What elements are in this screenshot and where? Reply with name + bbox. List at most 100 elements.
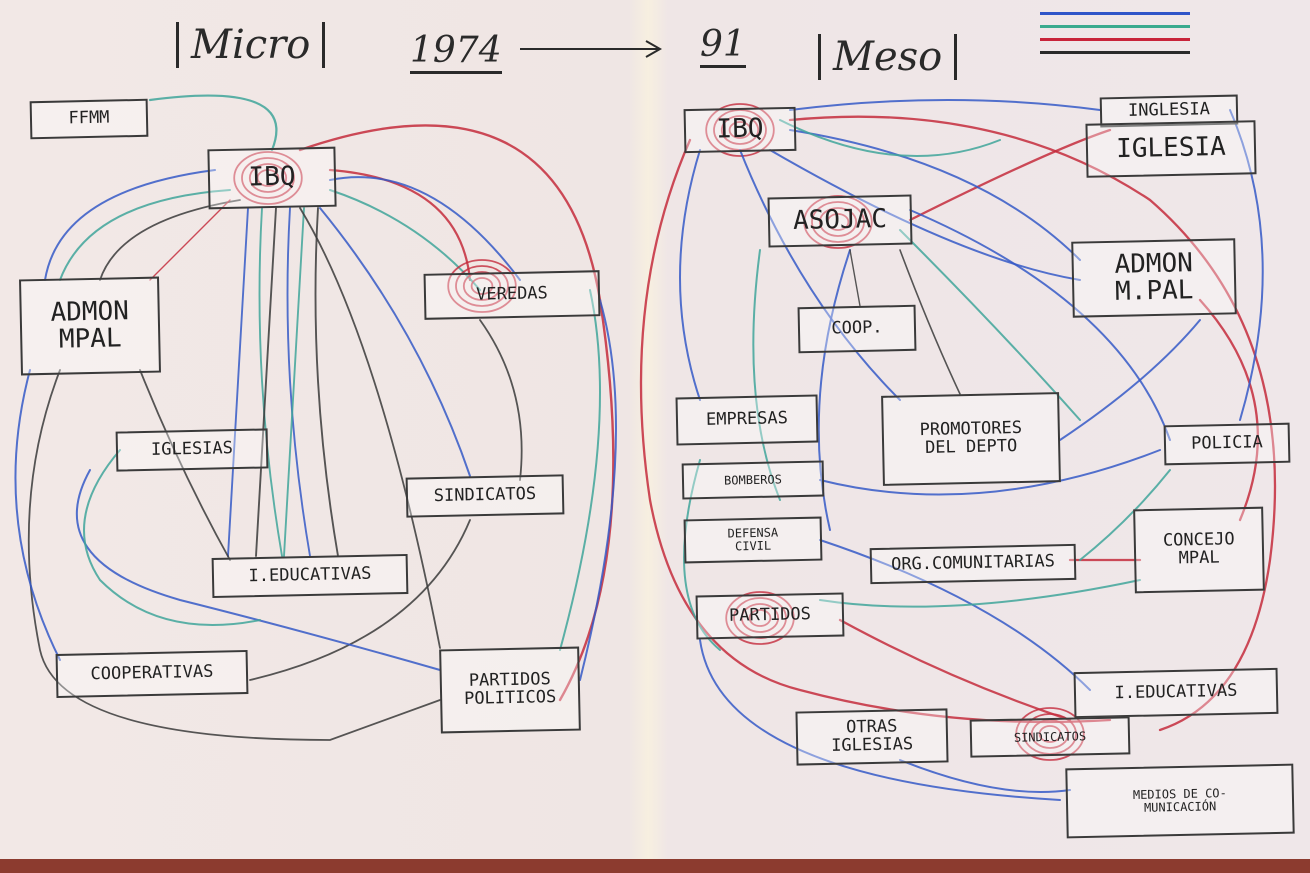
- node-partidos-politicos: PARTIDOS POLITICOS: [439, 646, 581, 734]
- node-bomberos: BOMBEROS: [681, 460, 825, 500]
- node-ffmm: FFMM: [29, 98, 149, 140]
- legend-item-red: [1040, 34, 1190, 47]
- ibq-micro-spiral: [248, 163, 288, 193]
- meso-line-red: [908, 128, 1112, 222]
- meso-line-blue: [1059, 319, 1201, 441]
- legend-item-black: [1040, 47, 1190, 60]
- asojac-spiral: [811, 201, 865, 243]
- line-ibq-veredas-green: [329, 189, 481, 291]
- dashed-asojac-coop: [849, 249, 861, 307]
- node-sindicatos-micro: SINDICATOS: [405, 474, 565, 518]
- meso-line-red: [1198, 298, 1259, 522]
- micro-title: Micro: [176, 22, 326, 68]
- year-end: 91: [700, 24, 746, 68]
- line-ibq-educativas: [255, 207, 277, 557]
- line-veredas-sindicatos: [479, 319, 523, 481]
- line-veredas-partidos-blue: [579, 299, 617, 681]
- line-admon-partidos: [27, 369, 441, 741]
- node-concejo-mpal: CONCEJO MPAL: [1133, 506, 1265, 594]
- line-ibq-partidos-red: [298, 124, 615, 702]
- meso-line-green: [752, 249, 781, 501]
- veredas-spiral: [447, 259, 517, 313]
- meso-line-blue: [1229, 109, 1264, 421]
- legend-item-blue: [1040, 8, 1190, 21]
- line-ibq-educativas: [286, 207, 311, 557]
- node-iglesias-micro: IGLESIAS: [115, 428, 269, 472]
- meso-line-blue: [769, 149, 1081, 281]
- legend-swatch-blue: [1040, 12, 1190, 15]
- partidos-spiral: [725, 591, 795, 645]
- node-asojac: ASOJAC: [767, 194, 913, 248]
- node-veredas: VEREDAS: [423, 270, 601, 320]
- partidos-spiral: [740, 603, 780, 633]
- line-ibq-educativas: [258, 207, 283, 557]
- node-cooperativas: COOPERATIVAS: [55, 649, 249, 699]
- node-org-comunitarias: ORG.COMUNITARIAS: [869, 543, 1077, 585]
- legend-item-green: [1040, 21, 1190, 34]
- ibq-meso-spiral: [705, 103, 775, 157]
- node-admon-mpal-micro: ADMON MPAL: [19, 276, 161, 376]
- meso-title: Meso: [818, 34, 958, 80]
- meso-line-blue: [699, 639, 1061, 801]
- legend-swatch-red: [1040, 38, 1190, 41]
- node-coop: COOP.: [797, 304, 917, 354]
- line-admon-ibq-2: [59, 189, 231, 281]
- node-empresas: EMPRESAS: [675, 394, 819, 446]
- node-partidos-meso: PARTIDOS: [695, 592, 845, 640]
- line-ibq-educativas: [227, 207, 249, 557]
- meso-line-blue: [819, 539, 1091, 691]
- line-ibq-sindicatos: [319, 207, 471, 477]
- line-admon-coop: [14, 369, 61, 661]
- legend-swatch-black: [1040, 51, 1190, 54]
- meso-line-blue: [817, 249, 851, 531]
- meso-line-blue: [819, 449, 1161, 496]
- line-coop-sindicatos: [249, 519, 471, 681]
- line-ibq-veredas-blue: [329, 176, 521, 281]
- node-ibq-meso: IBQ: [683, 106, 797, 154]
- asojac-spiral: [818, 207, 858, 237]
- ibq-micro-spiral: [233, 151, 303, 205]
- line-admon-educativas: [139, 369, 231, 561]
- partidos-spiral: [748, 609, 772, 627]
- meso-line-green: [683, 459, 721, 651]
- sindicatos-spiral: [1038, 725, 1062, 743]
- ibq-meso-spiral: [728, 121, 752, 139]
- node-otras-iglesias: OTRAS IGLESIAS: [795, 708, 949, 766]
- sindicatos-spiral: [1030, 719, 1070, 749]
- ibq-micro-spiral: [256, 169, 280, 187]
- node-i-educativas-micro: I.EDUCATIVAS: [211, 553, 409, 599]
- ibq-micro-spiral: [241, 157, 295, 199]
- legend-swatch-green: [1040, 25, 1190, 28]
- node-policia: POLICIA: [1163, 422, 1291, 466]
- meso-line-blue: [789, 99, 1101, 111]
- node-i-educativas-meso: I.EDUCATIVAS: [1073, 667, 1279, 719]
- sindicatos-spiral: [1015, 707, 1085, 761]
- veredas-spiral: [470, 277, 494, 295]
- line-ibq-partidos: [299, 207, 441, 649]
- legend: [1040, 8, 1190, 60]
- node-promotores-del-depto: PROMOTORES DEL DEPTO: [881, 392, 1061, 486]
- node-admon-mpal-meso: ADMON M.PAL: [1071, 238, 1237, 318]
- meso-line-blue: [739, 149, 901, 401]
- node-defensa-civil: DEFENSA CIVIL: [683, 516, 823, 564]
- line-asojac-promotores: [899, 249, 961, 395]
- line-iglesias-partidos: [75, 469, 441, 671]
- veredas-spiral: [455, 265, 509, 307]
- meso-line-green: [819, 579, 1141, 608]
- node-ibq-micro: IBQ: [207, 146, 337, 210]
- node-medios-de-comunicacion: MEDIOS DE CO- MUNICACIÓN: [1065, 763, 1295, 839]
- meso-line-green: [899, 229, 1081, 421]
- meso-line-red: [788, 115, 1277, 732]
- line-ffmm-ibq: [148, 94, 278, 152]
- year-start: 1974: [410, 30, 502, 74]
- node-iglesia: IGLESIA: [1085, 120, 1257, 178]
- ibq-meso-spiral: [720, 115, 760, 145]
- line-ibq-educativas: [314, 207, 339, 557]
- meso-line-green: [1079, 469, 1171, 561]
- line-veredas-partidos-green: [559, 289, 601, 651]
- asojac-spiral: [803, 195, 873, 249]
- line-ibq-educativas: [283, 207, 305, 557]
- node-sindicatos-meso: SINDICATOS: [969, 716, 1131, 758]
